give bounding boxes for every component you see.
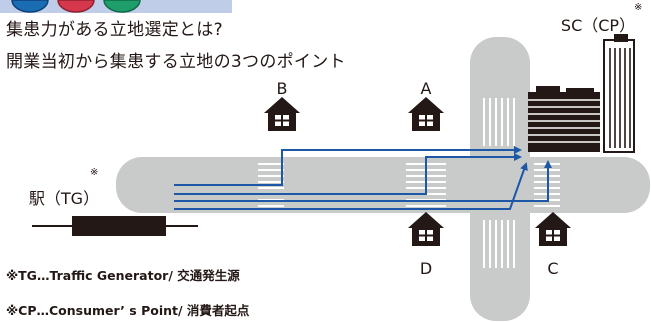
- title-line-1: 集患力がある立地選定とは?: [6, 20, 223, 40]
- sc-note-mark: ※: [634, 2, 643, 13]
- house-label-d: D: [419, 259, 433, 278]
- flow-arrows: [174, 146, 552, 210]
- note-cp: ※CP…Consumer’ s Point/ 消費者起点: [6, 303, 250, 318]
- title-line-2: 開業当初から集患する立地の3つのポイント: [6, 52, 346, 72]
- horizontal-road: [116, 157, 650, 213]
- house-label-c: C: [547, 259, 559, 278]
- house-icon: [408, 212, 444, 246]
- tab-green: [103, 0, 141, 13]
- crosswalk-vertical-south: [483, 220, 515, 268]
- house-icon: [535, 212, 571, 246]
- station-label: 駅（TG）: [28, 189, 100, 208]
- building-icon: [528, 86, 600, 152]
- house-icon: [264, 97, 300, 131]
- header-tabs: [11, 0, 141, 13]
- house-icon: [408, 97, 444, 131]
- train-icon: [72, 216, 166, 236]
- arrow-via-a: [174, 153, 522, 195]
- house-label-b: B: [276, 79, 288, 98]
- crosswalk-vertical-north: [483, 98, 515, 146]
- arrow-via-c: [174, 160, 552, 202]
- house-label-a: A: [420, 79, 432, 98]
- station-note-mark: ※: [90, 167, 99, 178]
- arrow-via-b: [174, 146, 522, 186]
- tower-icon: [603, 34, 635, 153]
- arrow-via-d: [174, 162, 528, 210]
- note-tg: ※TG…Traffic Generator/ 交通発生源: [6, 268, 240, 283]
- sc-label: SC（CP）: [560, 16, 636, 35]
- tab-blue: [11, 0, 49, 13]
- tab-red: [57, 0, 95, 13]
